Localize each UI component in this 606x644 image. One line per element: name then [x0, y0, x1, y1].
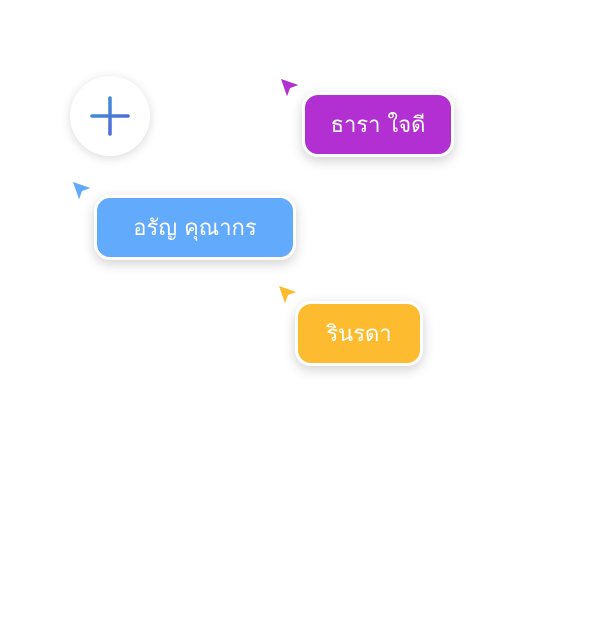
collaborator-label: อรัญ คุณากร	[94, 195, 296, 260]
cursor-icon-blue	[69, 178, 96, 205]
plus-icon	[90, 96, 130, 136]
cursor-icon-purple	[277, 75, 304, 102]
collaborator-label: ธารา ใจดี	[302, 92, 454, 157]
collaborator-label: รินรดา	[295, 301, 423, 366]
collaborator-name: อรัญ คุณากร	[133, 216, 257, 241]
cursor-icon-yellow	[275, 282, 302, 309]
collaborator-name: ธารา ใจดี	[330, 113, 426, 138]
add-button[interactable]	[70, 76, 150, 156]
collaborator-name: รินรดา	[326, 322, 392, 347]
